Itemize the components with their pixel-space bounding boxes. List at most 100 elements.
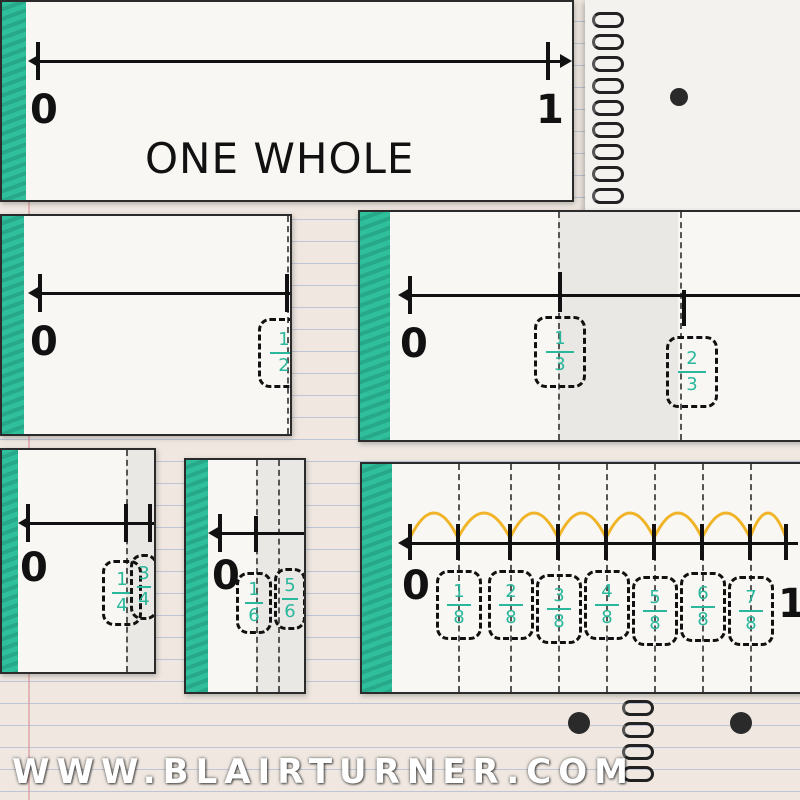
fraction-box-one-third: 1 3 <box>534 316 586 388</box>
fraction-denominator: 8 <box>649 613 661 634</box>
spiral-coil <box>622 722 654 738</box>
fraction-box-one-half: 1 2 <box>258 318 290 388</box>
fold-line <box>256 460 258 692</box>
green-edge <box>2 450 18 672</box>
fraction-denominator: 6 <box>284 601 296 622</box>
arrow-left-icon <box>398 288 410 302</box>
fraction-numerator: 2 <box>686 348 698 369</box>
spiral-binding-bottom <box>622 700 654 782</box>
tick-mark <box>546 42 550 80</box>
halves-strip: 0 1 2 <box>0 214 292 436</box>
fraction-numerator: 5 <box>284 575 296 596</box>
green-edge <box>2 216 24 434</box>
tick-mark <box>408 276 412 314</box>
spiral-coil <box>622 744 654 760</box>
tick-mark <box>682 290 686 326</box>
fraction-numerator: 1 <box>554 328 566 349</box>
tick-mark <box>254 516 258 552</box>
spiral-coil <box>622 766 654 782</box>
sixths-strip: 0 1 6 5 6 <box>184 458 306 694</box>
label-zero: 0 <box>20 545 48 591</box>
fraction-numerator: 7 <box>745 587 757 608</box>
label-zero: 0 <box>402 563 430 609</box>
fraction-numerator: 1 <box>116 569 128 590</box>
spiral-coil <box>592 56 624 72</box>
fraction-bar <box>678 371 706 373</box>
fraction-denominator: 8 <box>601 607 613 628</box>
fraction-denominator: 4 <box>116 595 128 616</box>
tick-mark <box>124 504 128 542</box>
fraction-numerator: 3 <box>138 563 150 584</box>
fraction-denominator: 2 <box>278 355 290 376</box>
fold-line <box>702 464 704 692</box>
fraction-bar <box>137 586 151 588</box>
tick-mark <box>218 514 222 552</box>
jump-arc <box>508 511 560 540</box>
fraction-denominator: 8 <box>505 607 517 628</box>
tick-mark <box>556 524 560 560</box>
green-edge <box>360 212 390 440</box>
fraction-box-three-fourths: 3 4 <box>130 554 154 620</box>
spiral-coil <box>592 166 624 182</box>
tick-mark <box>408 524 412 560</box>
fraction-box-one-fourth: 1 4 <box>102 560 142 626</box>
fraction-bar <box>691 606 715 608</box>
fraction-numerator: 3 <box>553 585 565 606</box>
fraction-numerator: 1 <box>453 581 465 602</box>
tick-mark <box>148 504 152 542</box>
spiral-coil <box>592 100 624 116</box>
thirds-strip: 0 1 3 2 3 <box>358 210 800 442</box>
fraction-denominator: 3 <box>554 354 566 375</box>
tick-mark <box>700 524 704 560</box>
fraction-denominator: 8 <box>697 609 709 630</box>
fold-line <box>606 464 608 692</box>
fold-line <box>558 212 560 440</box>
fraction-bar <box>546 351 574 353</box>
fraction-denominator: 4 <box>138 589 150 610</box>
jump-arcs <box>408 511 788 540</box>
tick-mark <box>456 524 460 560</box>
jump-arc <box>652 511 704 540</box>
label-one: 1 <box>536 87 564 133</box>
tick-mark <box>604 524 608 560</box>
tick-mark <box>508 524 512 560</box>
fraction-bar <box>547 608 571 610</box>
spiral-coil <box>592 34 624 50</box>
fold-line <box>680 212 682 440</box>
green-edge <box>362 464 392 692</box>
fraction-bar <box>270 352 290 354</box>
fraction-denominator: 8 <box>745 613 757 634</box>
fraction-bar <box>643 610 667 612</box>
spiral-coil <box>592 144 624 160</box>
tick-mark <box>558 272 562 312</box>
arrow-right-icon <box>560 54 572 68</box>
fraction-bar <box>111 592 133 594</box>
number-line <box>38 60 562 63</box>
fraction-box-five-sixths: 5 6 <box>274 568 304 630</box>
punch-hole <box>568 712 590 734</box>
fold-line <box>287 216 289 434</box>
number-line <box>406 542 798 545</box>
spiral-coil <box>592 122 624 138</box>
tick-mark <box>652 524 656 560</box>
arrow-left-icon <box>208 526 220 540</box>
fraction-denominator: 8 <box>453 607 465 628</box>
fraction-denominator: 8 <box>553 611 565 632</box>
number-line <box>406 294 800 297</box>
spiral-coil <box>592 78 624 94</box>
punch-hole <box>730 712 752 734</box>
spiral-coil <box>592 188 624 204</box>
fold-line <box>558 464 560 692</box>
one-whole-strip: 0 1 ONE WHOLE <box>0 0 574 202</box>
label-zero: 0 <box>400 321 428 367</box>
fraction-bar <box>447 604 471 606</box>
fraction-bar <box>595 604 619 606</box>
spiral-coil <box>592 12 624 28</box>
